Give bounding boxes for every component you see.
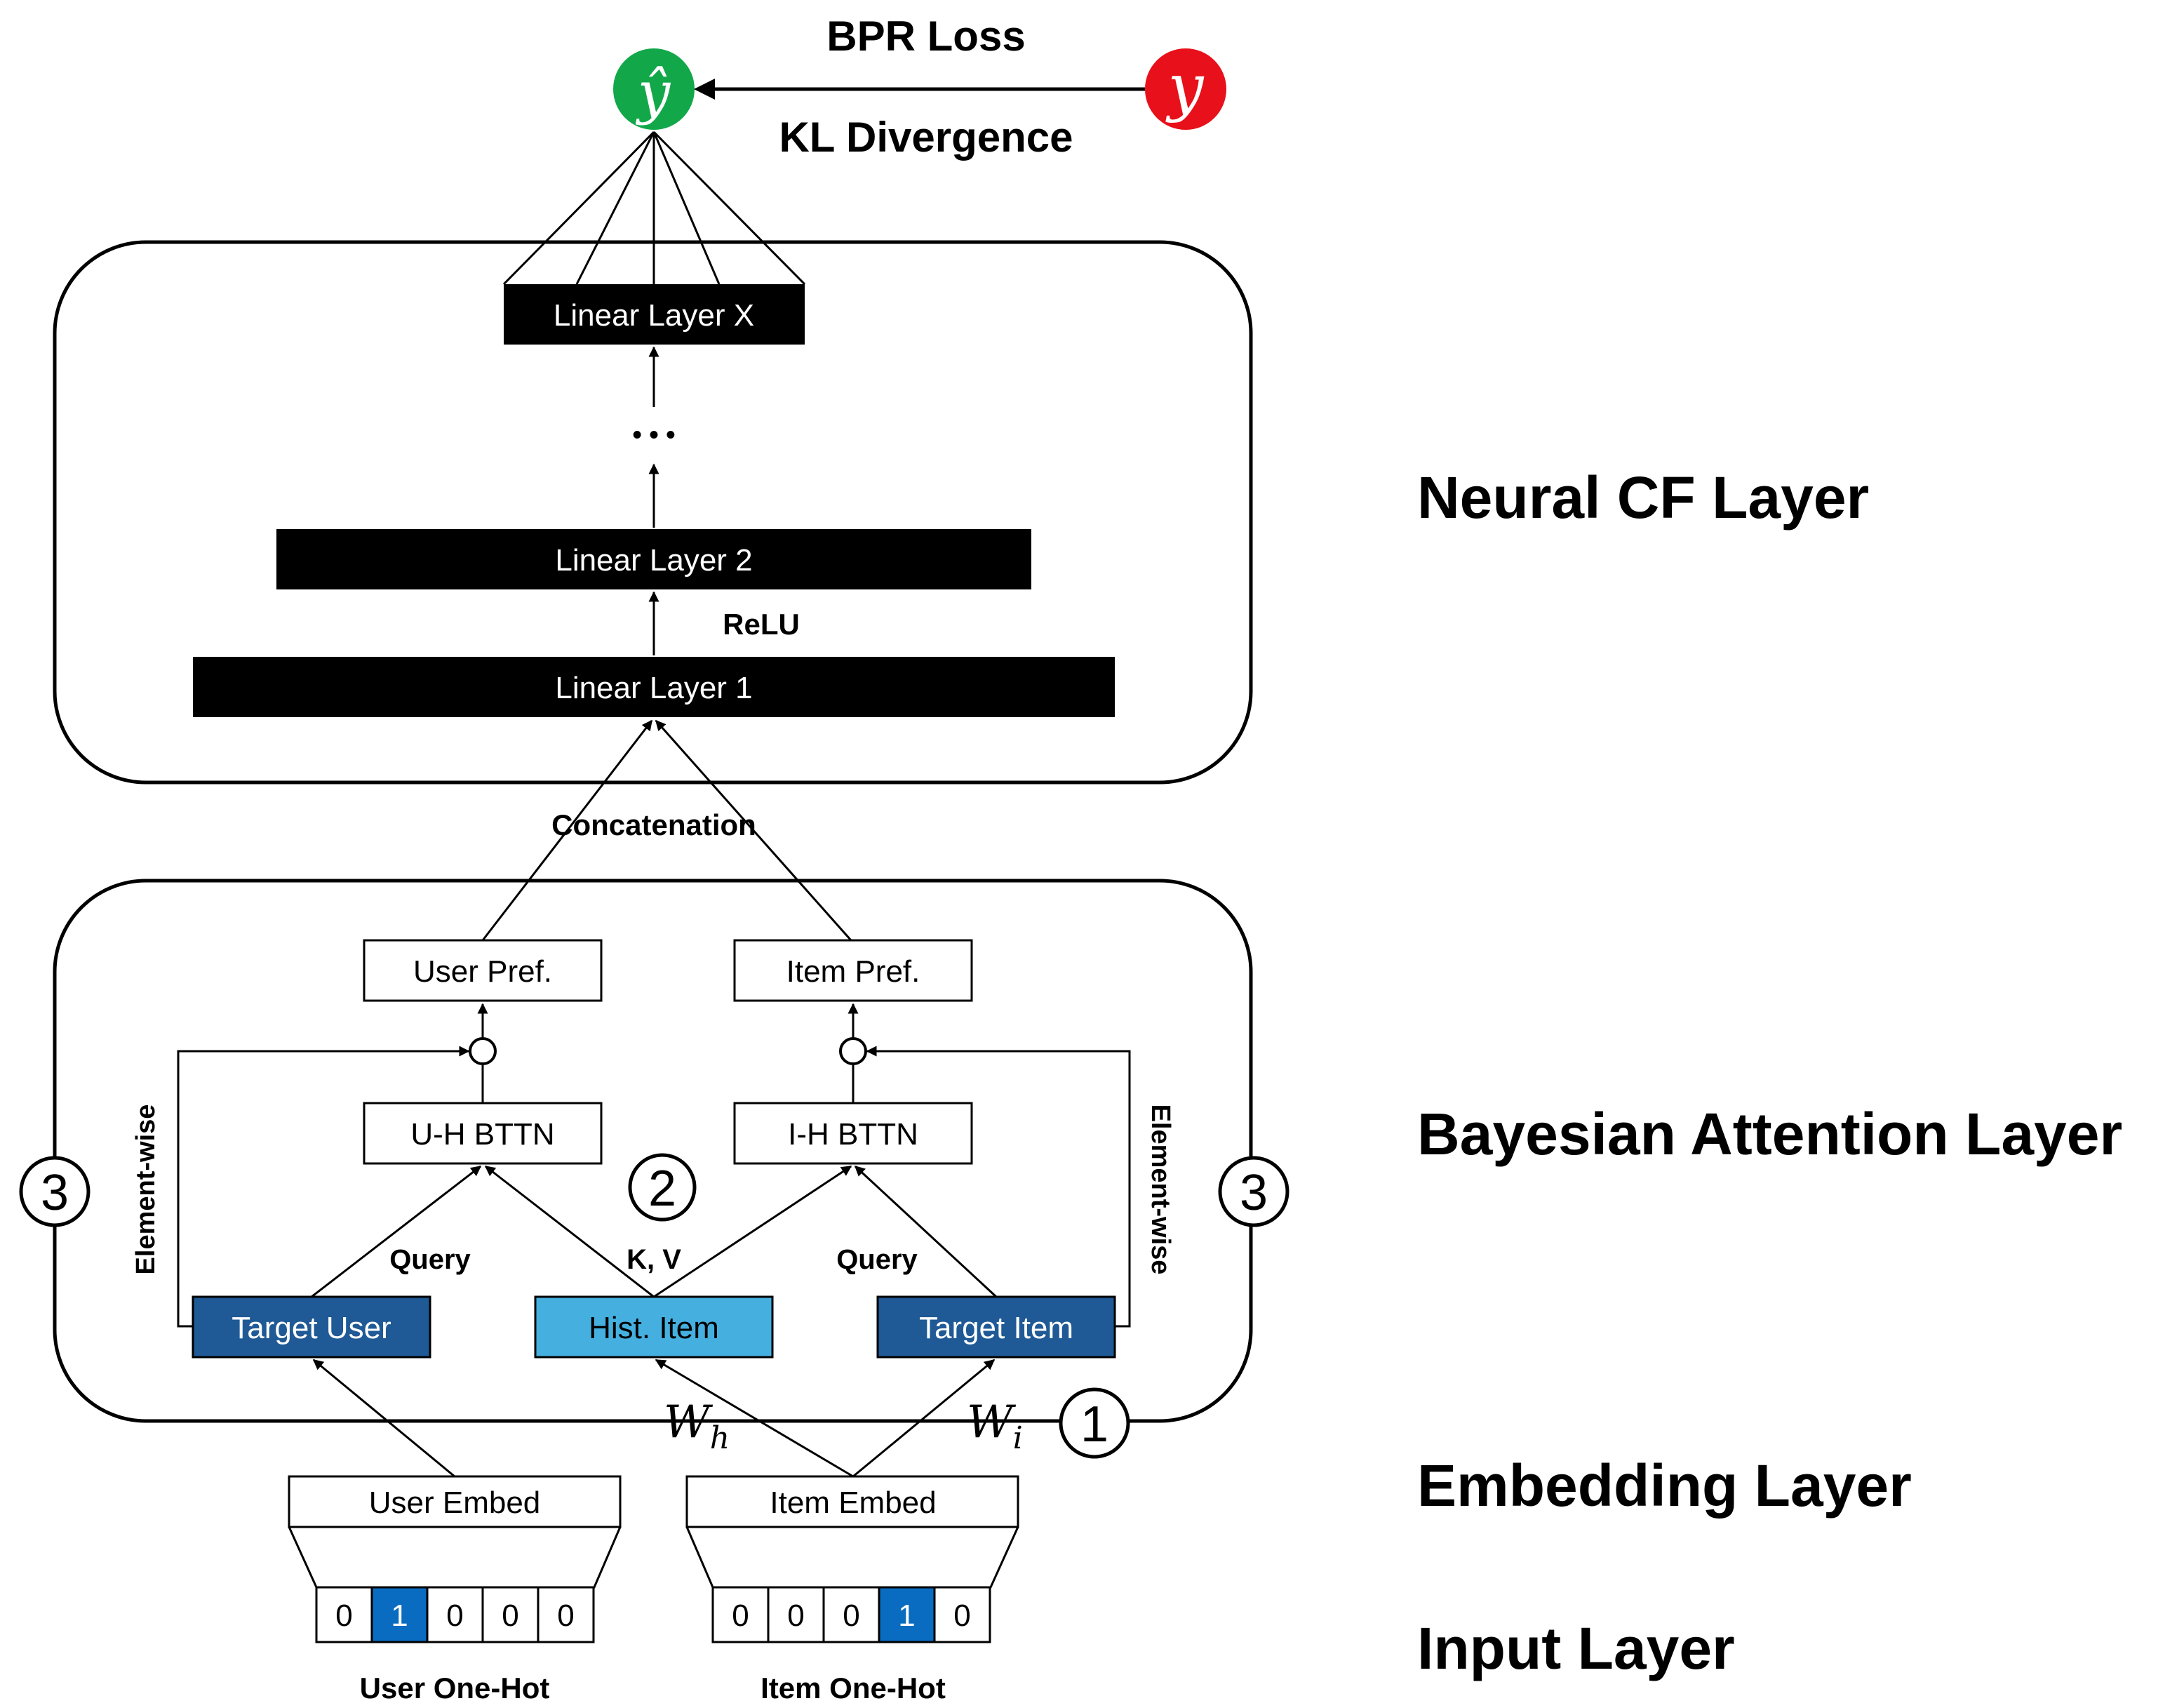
onehot-cell bbox=[822, 1586, 880, 1643]
elementwise-product-right bbox=[839, 1037, 867, 1065]
ih-bttn-box bbox=[733, 1102, 973, 1165]
svg-text:3: 3 bbox=[1240, 1165, 1268, 1221]
item-pref-label: Item Pref. bbox=[786, 954, 920, 989]
kl-divergence-label: KL Divergence bbox=[779, 114, 1073, 161]
w-h-label: Wh bbox=[664, 1396, 730, 1456]
elementwise-product-left bbox=[469, 1037, 497, 1065]
linear-layer-1-label: Linear Layer 1 bbox=[555, 671, 752, 705]
marker-1: 1 bbox=[1059, 1387, 1130, 1459]
onehot-value: 0 bbox=[335, 1599, 352, 1633]
user-embed-box bbox=[288, 1475, 622, 1528]
elementwise-connector-left bbox=[177, 1046, 470, 1328]
ellipsis: • • • bbox=[632, 420, 675, 450]
uh-bttn-box bbox=[363, 1102, 603, 1165]
ih-bttn-label: I-H BTTN bbox=[788, 1117, 918, 1152]
onehot-value: 0 bbox=[843, 1599, 859, 1633]
target-symbol: y bbox=[1165, 51, 1205, 124]
neural-cf-block: Linear Layer X • • • Linear Layer 2 ReLU… bbox=[53, 240, 1253, 785]
item-onehot-caption: Item One-Hot bbox=[761, 1672, 946, 1704]
kv-label: K, V bbox=[627, 1244, 681, 1275]
onehot-value: 0 bbox=[953, 1599, 970, 1633]
target-item-box bbox=[876, 1295, 1116, 1359]
onehot-value: 0 bbox=[732, 1599, 749, 1633]
linear-layer-1-box bbox=[193, 657, 1115, 717]
concatenation-lines bbox=[481, 719, 852, 941]
neural-cf-frame bbox=[53, 240, 1253, 785]
attention-input-lines bbox=[311, 1165, 998, 1298]
embedding-section: Wh Wi User Embed Item Embed bbox=[288, 1359, 1023, 1589]
layer-labels: Neural CF Layer Bayesian Attention Layer… bbox=[1417, 465, 2122, 1681]
loss-section: ŷ y BPR Loss KL Divergence bbox=[613, 13, 1226, 161]
bayesian-attention-layer-label: Bayesian Attention Layer bbox=[1417, 1101, 2122, 1167]
onehot-cell bbox=[933, 1586, 991, 1643]
linear-layer-x-label: Linear Layer X bbox=[554, 298, 754, 333]
item-embed-projection bbox=[685, 1526, 1019, 1589]
hist-item-label: Hist. Item bbox=[589, 1311, 719, 1345]
prediction-symbol: ŷ bbox=[635, 60, 671, 126]
user-embed-projection bbox=[288, 1526, 622, 1589]
onehot-value: 0 bbox=[557, 1599, 574, 1633]
onehot-value: 1 bbox=[391, 1599, 408, 1633]
item-pref-box bbox=[733, 939, 973, 1002]
concatenation-label: Concatenation bbox=[551, 808, 756, 841]
neural-cf-layer-label: Neural CF Layer bbox=[1417, 465, 1869, 531]
target-item-label: Target Item bbox=[919, 1311, 1073, 1345]
uh-bttn-label: U-H BTTN bbox=[410, 1117, 554, 1152]
input-layer-label: Input Layer bbox=[1417, 1615, 1735, 1681]
user-onehot-vector: 0 1 0 0 0 bbox=[315, 1586, 595, 1643]
w-i-label: Wi bbox=[967, 1396, 1023, 1456]
svg-text:2: 2 bbox=[648, 1161, 676, 1217]
output-fan-lines bbox=[502, 131, 806, 286]
element-wise-right-label: Element-wise bbox=[1146, 1105, 1175, 1275]
elementwise-connector-right bbox=[866, 1046, 1131, 1328]
onehot-value: 0 bbox=[787, 1599, 804, 1633]
marker-3-left: 3 bbox=[19, 1156, 91, 1227]
relu-label: ReLU bbox=[723, 608, 800, 641]
onehot-value: 0 bbox=[446, 1599, 463, 1633]
user-pref-box bbox=[363, 939, 603, 1002]
onehot-value: 0 bbox=[502, 1599, 518, 1633]
user-pref-label: User Pref. bbox=[413, 954, 552, 989]
item-onehot-vector: 0 0 0 1 0 bbox=[711, 1586, 991, 1643]
element-wise-left-label: Element-wise bbox=[131, 1105, 161, 1275]
marker-3-right: 3 bbox=[1218, 1156, 1289, 1227]
linear-layer-2-box bbox=[276, 529, 1031, 589]
target-user-label: Target User bbox=[232, 1311, 391, 1345]
linear-layer-2-label: Linear Layer 2 bbox=[555, 543, 752, 578]
embedding-layer-label: Embedding Layer bbox=[1417, 1453, 1912, 1519]
svg-text:3: 3 bbox=[41, 1165, 69, 1221]
user-embed-label: User Embed bbox=[369, 1486, 541, 1520]
onehot-cell bbox=[711, 1586, 770, 1643]
bayesian-attention-frame bbox=[53, 879, 1253, 1423]
linear-layer-x-box bbox=[504, 284, 805, 345]
onehot-cell bbox=[878, 1586, 936, 1643]
bayesian-attention-block: User Pref. Item Pref. U-H BTTN I-H BTTN … bbox=[19, 879, 1289, 1459]
prediction-node bbox=[613, 48, 695, 130]
query-left-label: Query bbox=[389, 1244, 471, 1275]
hist-item-box bbox=[534, 1295, 774, 1359]
embedding-output-lines bbox=[312, 1359, 996, 1478]
bpr-loss-label: BPR Loss bbox=[826, 13, 1025, 60]
item-embed-box bbox=[685, 1475, 1019, 1528]
item-embed-label: Item Embed bbox=[770, 1486, 936, 1520]
onehot-value: 1 bbox=[898, 1599, 915, 1633]
input-section: 0 1 0 0 0 0 0 0 1 0 User One-Hot Item One-Hot bbox=[315, 1586, 991, 1704]
user-onehot-caption: User One-Hot bbox=[360, 1672, 550, 1704]
target-user-box bbox=[192, 1295, 431, 1359]
target-node bbox=[1145, 48, 1226, 130]
svg-text:1: 1 bbox=[1080, 1396, 1108, 1453]
onehot-cell bbox=[537, 1586, 595, 1643]
query-right-label: Query bbox=[836, 1244, 918, 1275]
marker-2: 2 bbox=[628, 1153, 697, 1222]
